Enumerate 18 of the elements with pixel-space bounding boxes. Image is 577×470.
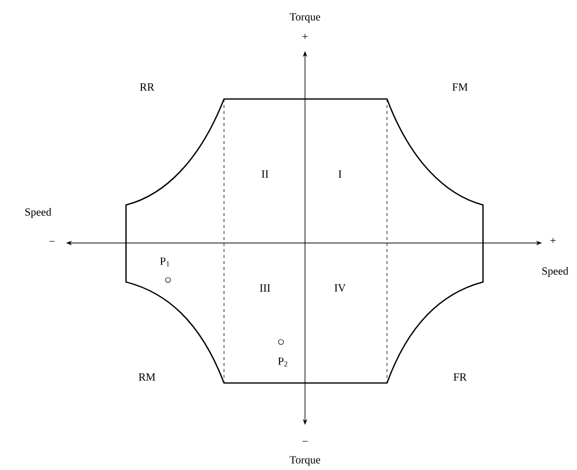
point-label: P$_{1}$ [160,258,170,266]
quadrant-label: II [262,170,268,178]
axis-label: Speed [542,267,568,277]
axis-label: Torque [290,456,320,466]
sign: + [550,238,556,244]
region-label: RR [140,83,154,91]
quadrant-label: III [260,284,270,292]
sign: + [302,34,308,40]
point-label: P$_{2}$ [278,358,288,366]
quadrant-label: I [338,170,342,178]
axis-label: Torque [290,13,320,23]
region-label: FM [452,83,468,91]
region-label: FR [454,373,467,381]
quadrant-label: IV [334,284,346,292]
region-label: RM [138,373,156,381]
axis-label: Speed [25,208,52,218]
sign: − [302,441,308,442]
sign: − [49,241,55,242]
